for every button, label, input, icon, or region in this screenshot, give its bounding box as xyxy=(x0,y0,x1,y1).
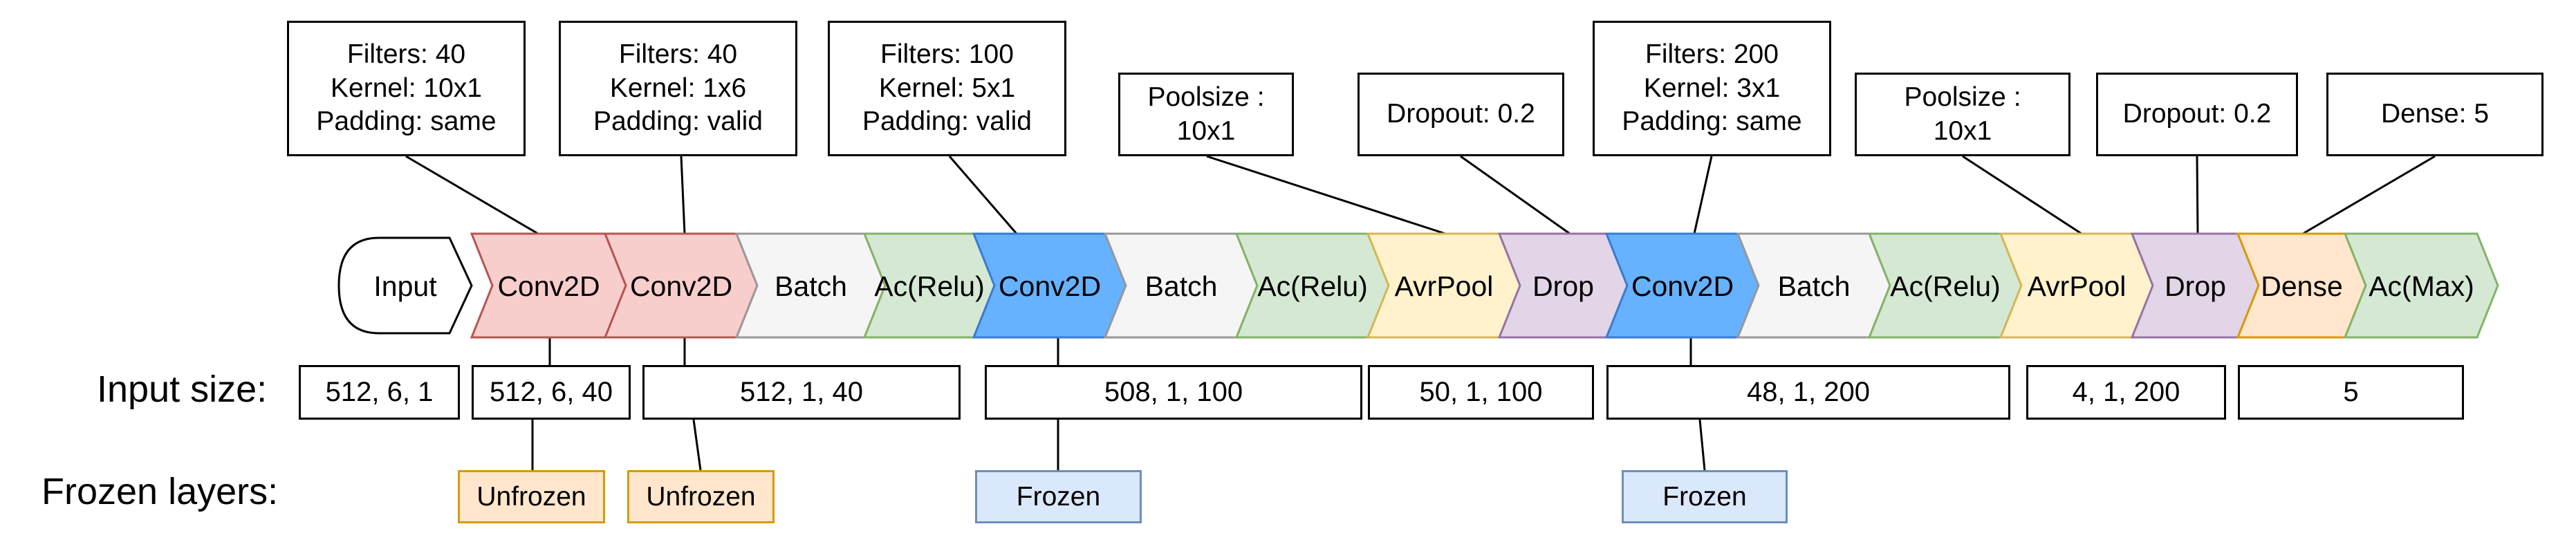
param-line: 10x1 xyxy=(1176,115,1236,146)
input-block xyxy=(337,236,473,335)
frozen-badge: Frozen xyxy=(975,470,1142,523)
input-size-box: 50, 1, 100 xyxy=(1368,365,1594,420)
param-line: Filters: 40 xyxy=(346,39,466,69)
layer-label: Batch xyxy=(1778,270,1851,302)
connector-line xyxy=(680,156,686,234)
param-line: Poolsize : xyxy=(1904,82,2021,112)
param-line: 10x1 xyxy=(1933,115,1992,146)
input-size-box: 48, 1, 200 xyxy=(1606,365,2010,420)
layer-label: Ac(Max) xyxy=(2369,270,2474,302)
param-box-dense: Dense: 5 xyxy=(2326,73,2543,156)
param-box-conv1: Filters: 40 Kernel: 10x1 Padding: same xyxy=(287,21,526,156)
param-line: Padding: valid xyxy=(593,106,763,137)
layer-label: Ac(Relu) xyxy=(1890,270,2000,302)
param-line: Dropout: 0.2 xyxy=(1387,99,1535,129)
param-line: Padding: same xyxy=(1622,106,1802,137)
param-box-conv3: Filters: 100 Kernel: 5x1 Padding: valid xyxy=(828,21,1066,156)
layer-label: Batch xyxy=(775,270,847,302)
connector-line xyxy=(405,155,539,235)
input-size-box: 512, 1, 40 xyxy=(642,365,961,420)
param-box-pool1: Poolsize : 10x1 xyxy=(1118,73,1294,156)
layer-label: Conv2D xyxy=(497,270,600,302)
connector-line xyxy=(948,156,1018,234)
unfrozen-badge: Unfrozen xyxy=(627,470,775,523)
layer-label: Dense xyxy=(2261,270,2343,302)
param-line: Kernel: 3x1 xyxy=(1643,73,1781,103)
layer-label: Drop xyxy=(1532,270,1594,302)
param-box-dropout2: Dropout: 0.2 xyxy=(2096,73,2298,156)
frozen-badge: Frozen xyxy=(1622,470,1788,523)
connector-line xyxy=(692,419,702,471)
param-line: Padding: valid xyxy=(862,106,1032,137)
param-line: Filters: 100 xyxy=(880,39,1014,69)
layer-label: Drop xyxy=(2165,270,2226,302)
connector-line xyxy=(1698,419,1706,471)
connector-line xyxy=(2196,156,2199,234)
input-size-box: 512, 6, 1 xyxy=(299,365,460,420)
param-line: Dense: 5 xyxy=(2380,99,2490,129)
param-line: Filters: 200 xyxy=(1645,39,1779,69)
layer-label: Conv2D xyxy=(999,270,1101,302)
connector-line xyxy=(1693,156,1713,234)
layer-label: AvrPool xyxy=(2028,270,2126,302)
param-line: Poolsize : xyxy=(1147,82,1265,112)
connector-line xyxy=(1460,155,1570,235)
unfrozen-badge: Unfrozen xyxy=(458,470,605,523)
input-size-box: 5 xyxy=(2238,365,2464,420)
param-line: Kernel: 1x6 xyxy=(609,73,747,103)
param-box-conv4: Filters: 200 Kernel: 3x1 Padding: same xyxy=(1593,21,1831,156)
connector-lines xyxy=(405,155,2436,471)
param-line: Kernel: 10x1 xyxy=(331,73,482,103)
param-line: Dropout: 0.2 xyxy=(2122,99,2272,129)
layer-label: AvrPool xyxy=(1395,270,1494,302)
layer-label: Conv2D xyxy=(630,270,732,302)
connector-line xyxy=(1206,155,1446,235)
frozen-layers-label: Frozen layers: xyxy=(41,471,279,512)
param-line: Filters: 40 xyxy=(618,39,738,69)
input-block-label: Input xyxy=(373,270,437,302)
param-box-conv2: Filters: 40 Kernel: 1x6 Padding: valid xyxy=(559,21,797,156)
input-size-label: Input size: xyxy=(97,368,268,410)
connector-line xyxy=(2302,155,2436,235)
input-size-box: 508, 1, 100 xyxy=(985,365,1362,420)
layer-label: Ac(Relu) xyxy=(874,270,984,302)
layer-label: Conv2D xyxy=(1631,270,1734,302)
input-size-box: 512, 6, 40 xyxy=(472,365,631,420)
input-size-box: 4, 1, 200 xyxy=(2026,365,2226,420)
layer-label: Batch xyxy=(1145,270,1218,302)
layer-label: Ac(Relu) xyxy=(1257,270,1367,302)
param-line: Padding: same xyxy=(316,106,497,137)
layer-activation xyxy=(2343,232,2499,339)
param-box-dropout1: Dropout: 0.2 xyxy=(1358,73,1564,156)
param-line: Kernel: 5x1 xyxy=(878,73,1016,103)
param-box-pool2: Poolsize : 10x1 xyxy=(1855,73,2070,156)
layer-chain: Input Conv2D Conv2D Batch Ac(Relu) Conv2D Bat… xyxy=(337,232,2499,339)
connector-line xyxy=(1962,155,2082,235)
